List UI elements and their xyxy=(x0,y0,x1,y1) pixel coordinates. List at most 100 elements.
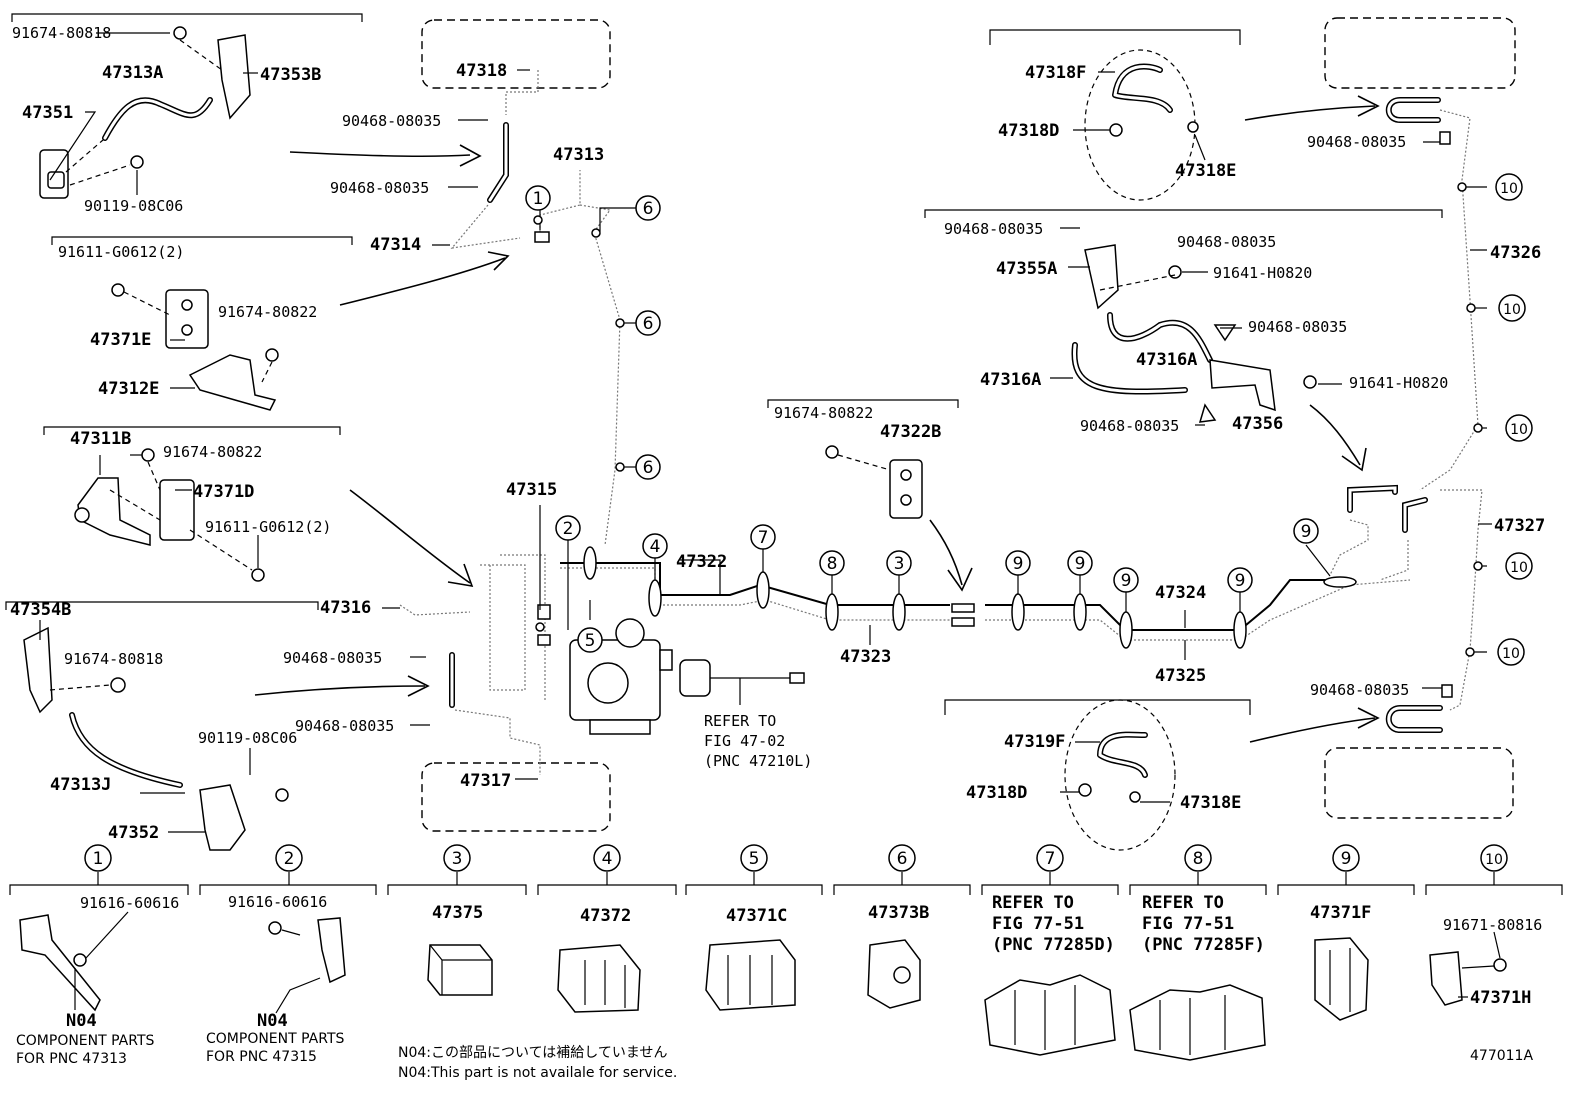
label-47315: 47315 xyxy=(506,480,557,500)
label-47317: 47317 xyxy=(460,771,511,791)
label-90468-08035-b: 90468-08035 xyxy=(330,179,429,197)
label-47354B: 47354B xyxy=(10,600,71,620)
label-47318F: 47318F xyxy=(1025,63,1086,83)
legend-callout-1-text: 1 xyxy=(93,849,104,869)
group-bracket-47322B xyxy=(767,399,959,408)
bracket-47311B-part xyxy=(77,477,151,546)
callout-1-text: 1 xyxy=(533,189,544,209)
label-47371D: 47371D xyxy=(193,482,254,502)
label-47323: 47323 xyxy=(840,647,891,667)
label-47322: 47322 xyxy=(676,552,727,572)
clamp-marker-9d xyxy=(1233,611,1247,649)
callout-10c xyxy=(1505,414,1533,442)
bracket-47371E-part xyxy=(165,289,209,349)
label-47355A: 47355A xyxy=(996,259,1057,279)
legend-callout-10-text: 10 xyxy=(1485,852,1503,868)
legend-callout-1 xyxy=(84,844,112,872)
clamp-77285F-part xyxy=(1129,984,1266,1061)
legend-callout-9 xyxy=(1332,844,1360,872)
legend-label-91616-60616-a: 91616-60616 xyxy=(80,894,179,912)
clamp-marker-8 xyxy=(825,593,839,631)
bolt-91611-G0612-b xyxy=(251,568,265,582)
dashed-box-47318 xyxy=(421,19,611,89)
callout-7 xyxy=(750,524,776,550)
label-91674-80822-c: 91674-80822 xyxy=(774,404,873,422)
callout-10e xyxy=(1497,638,1525,666)
callout-5-text: 5 xyxy=(585,631,596,651)
callout-10d-text: 10 xyxy=(1510,560,1528,576)
callout-6a-text: 6 xyxy=(643,199,654,219)
bracket-47312E-part xyxy=(188,354,277,411)
group-bracket-47371E xyxy=(51,236,353,245)
label-47322B: 47322B xyxy=(880,422,941,442)
label-47313: 47313 xyxy=(553,145,604,165)
figure-id: 477011A xyxy=(1470,1048,1533,1064)
bracket-47371E-assembly xyxy=(111,283,279,411)
label-47371E: 47371E xyxy=(90,330,151,350)
callout-10c-text: 10 xyxy=(1510,422,1528,438)
bracket-47371D-assembly xyxy=(74,448,265,582)
label-90468-08035-c: 90468-08035 xyxy=(283,649,382,667)
callout-9b-text: 9 xyxy=(1075,554,1086,574)
group-bracket-47371D xyxy=(43,426,341,435)
label-90468-08035-j: 90468-08035 xyxy=(1310,681,1409,699)
legend-callout-4-text: 4 xyxy=(602,849,613,869)
bracket-47355A-assembly xyxy=(1071,244,1317,423)
legend-callout-2-text: 2 xyxy=(284,849,295,869)
flow-arrow-6 xyxy=(1244,105,1376,121)
callout-6c xyxy=(635,454,661,480)
label-refer-a3: (PNC 47210L) xyxy=(704,752,812,770)
callout-6c-text: 6 xyxy=(643,458,654,478)
label-90468-08035-e: 90468-08035 xyxy=(1307,133,1406,151)
legend-label-47372: 47372 xyxy=(580,906,631,926)
legend-callout-6-text: 6 xyxy=(897,849,908,869)
label-91674-80822-b: 91674-80822 xyxy=(163,443,262,461)
legend-bracket-1 xyxy=(9,884,189,895)
clamp-47372-part xyxy=(557,944,641,1013)
label-47356: 47356 xyxy=(1232,414,1283,434)
label-47314: 47314 xyxy=(370,235,421,255)
callout-6b-text: 6 xyxy=(643,314,654,334)
label-47313J: 47313J xyxy=(50,775,111,795)
legend-callout-8 xyxy=(1184,844,1212,872)
clamp-47371H-part xyxy=(1429,951,1463,1006)
part-labels: 91674-80818 47353B 47313A 47351 90119-08… xyxy=(10,24,1545,843)
group-bracket-47318F xyxy=(989,29,1241,45)
label-47313A: 47313A xyxy=(102,63,163,83)
legend-label-refer8-2: FIG 77-51 xyxy=(1142,914,1234,934)
label-90119-08C06-a: 90119-08C06 xyxy=(84,197,183,215)
legend-label-N04-b: N04 xyxy=(257,1011,288,1031)
legend-callout-3-text: 3 xyxy=(452,849,463,869)
callout-1 xyxy=(525,185,551,211)
callout-9a xyxy=(1005,550,1031,576)
label-47318E-b: 47318E xyxy=(1180,793,1241,813)
detail-circle-lower xyxy=(1064,699,1176,851)
label-47326: 47326 xyxy=(1490,243,1541,263)
legend-label-47375: 47375 xyxy=(432,903,483,923)
clamp-marker-4 xyxy=(648,579,662,617)
label-47311B: 47311B xyxy=(70,429,131,449)
callout-10a-text: 10 xyxy=(1500,181,1518,197)
hose-47313J-assembly xyxy=(23,626,289,851)
label-47316A-b: 47316A xyxy=(1136,350,1197,370)
dashed-box-upper-right xyxy=(1324,17,1516,89)
label-refer-a2: FIG 47-02 xyxy=(704,732,785,750)
label-90119-08C06-b: 90119-08C06 xyxy=(198,729,297,747)
legend-parts xyxy=(19,911,1507,1061)
label-90468-08035-g: 90468-08035 xyxy=(1177,233,1276,251)
callout-9c-text: 9 xyxy=(1121,571,1132,591)
line-47326 xyxy=(1419,109,1479,491)
callout-9b xyxy=(1067,550,1093,576)
bolt-91674-80818-a xyxy=(173,26,187,40)
bracket-47354B-part xyxy=(23,626,53,714)
legend-callout-2 xyxy=(275,844,303,872)
legend-bracket-3 xyxy=(387,884,527,895)
clamp-marker-9b xyxy=(1073,593,1087,631)
legend-bracket-9 xyxy=(1277,884,1415,895)
legend-bracket-4 xyxy=(537,884,677,895)
callout-9c xyxy=(1113,567,1139,593)
group-bracket-47354B xyxy=(5,601,319,610)
legend-labels: 91616-60616 N04 COMPONENT PARTS FOR PNC … xyxy=(16,893,1542,1067)
legend-label-refer7-2: FIG 77-51 xyxy=(992,914,1084,934)
